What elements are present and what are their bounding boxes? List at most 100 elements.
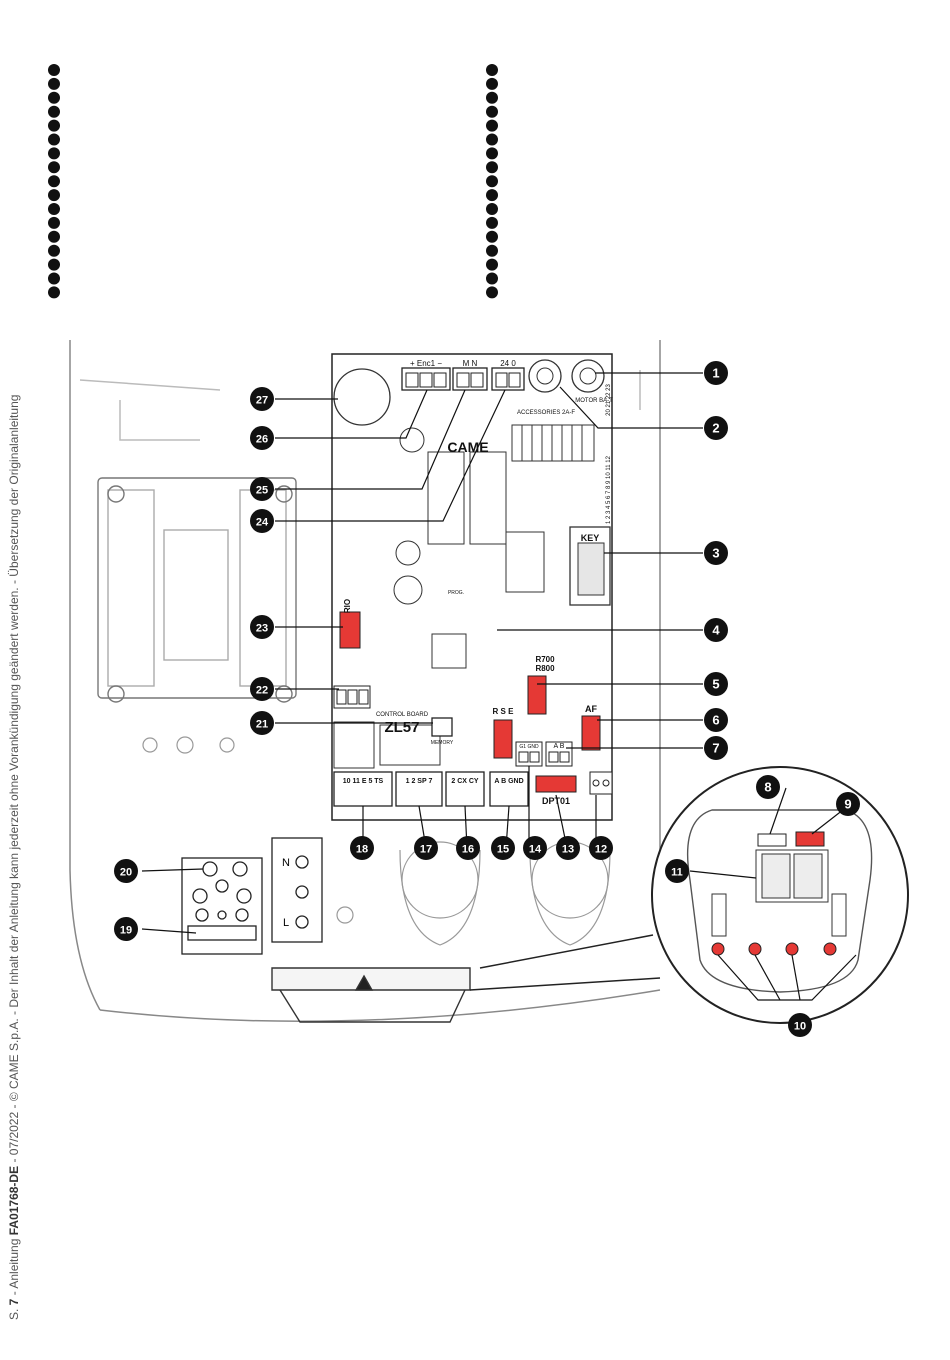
svg-text:20: 20	[120, 867, 132, 879]
bullet-dot	[486, 272, 498, 285]
bullet-dot	[486, 286, 498, 299]
bullet-dot	[48, 133, 60, 146]
svg-text:25: 25	[256, 485, 268, 497]
callout-badge-21: 21	[250, 711, 274, 735]
terminal-supply[interactable]	[491, 367, 525, 391]
svg-text:27: 27	[256, 395, 268, 407]
terminal-block-15[interactable]	[489, 771, 529, 807]
label-motor: M N	[463, 359, 478, 368]
callout-badge-27: 27	[250, 387, 274, 411]
terminal-gnd-pair[interactable]	[515, 741, 543, 767]
rse-connector[interactable]	[493, 719, 513, 759]
svg-text:16: 16	[462, 844, 474, 856]
bullet-dot	[486, 77, 498, 90]
svg-text:22: 22	[256, 685, 268, 697]
svg-text:11: 11	[671, 867, 683, 879]
callout-badge-2: 2	[704, 416, 728, 440]
svg-text:26: 26	[256, 434, 268, 446]
bullet-dot	[48, 161, 60, 174]
power-terminal-block[interactable]	[181, 857, 263, 955]
side-footer-note: S. 7 - Anleitung FA01768-DE - 07/2022 - …	[7, 394, 21, 1320]
bullet-dot	[486, 119, 498, 132]
label-board-caption: CONTROL BOARD	[376, 712, 429, 718]
callout-badge-25: 25	[250, 477, 274, 501]
callout-badges: 1234567891011121314151617181920212223242…	[114, 361, 860, 1037]
af-connector[interactable]	[581, 715, 601, 751]
memory-connector[interactable]	[431, 717, 453, 737]
bullet-dot	[486, 203, 498, 215]
label-r800: R800	[535, 664, 555, 673]
terminal-ab-pair[interactable]	[545, 741, 573, 767]
callout-badge-26: 26	[250, 426, 274, 450]
callout-badge-8: 8	[756, 775, 780, 799]
label-key: KEY	[581, 533, 600, 543]
bullet-dot	[486, 161, 498, 174]
bullet-dot	[486, 133, 498, 146]
callout-badge-14: 14	[523, 836, 547, 860]
bullet-dot	[48, 119, 60, 132]
display-buttons[interactable]	[711, 942, 837, 956]
bullet-dot	[48, 64, 60, 76]
bullet-dot	[48, 230, 60, 243]
bullet-dot	[48, 203, 60, 215]
bullet-dot	[48, 272, 60, 285]
bullet-dot	[48, 77, 60, 90]
terminal-power-22[interactable]	[333, 685, 371, 709]
label-accessories: ACCESSORIES 2A-F	[517, 410, 575, 416]
mains-terminal[interactable]	[271, 837, 323, 943]
callout-badge-9: 9	[836, 792, 860, 816]
callout-badge-11: 11	[665, 859, 689, 883]
svg-text:13: 13	[562, 844, 574, 856]
callout-badge-7: 7	[704, 736, 728, 760]
callout-badge-22: 22	[250, 677, 274, 701]
terminal-block-12[interactable]	[589, 771, 613, 795]
bullet-dot	[486, 147, 498, 160]
bullet-dot-column-left	[48, 64, 60, 299]
label-dpt: DPT01	[542, 796, 570, 806]
svg-text:10: 10	[794, 1021, 806, 1033]
label-enc: + Enc1 −	[410, 359, 442, 368]
callout-badge-3: 3	[704, 541, 728, 565]
bullet-dot	[486, 216, 498, 229]
r700-r800-connector[interactable]	[527, 675, 547, 715]
svg-text:24: 24	[256, 517, 269, 529]
bullet-dot	[486, 105, 498, 118]
bullet-dot	[48, 258, 60, 271]
svg-text:19: 19	[120, 925, 132, 937]
svg-text:7: 7	[712, 741, 719, 756]
svg-text:6: 6	[712, 713, 719, 728]
bullet-dot	[48, 189, 60, 202]
bullet-dot	[486, 64, 498, 76]
callout-badge-5: 5	[704, 672, 728, 696]
terminal-block-18[interactable]	[333, 771, 393, 807]
callout-badge-19: 19	[114, 917, 138, 941]
housing-outline	[69, 340, 661, 1022]
terminal-enc[interactable]	[401, 367, 451, 391]
callout-badge-4: 4	[704, 618, 728, 642]
bullet-dot	[48, 147, 60, 160]
terminal-motor[interactable]	[452, 367, 488, 391]
rio-connector[interactable]	[339, 611, 361, 649]
bullet-dot-column-middle	[486, 64, 498, 299]
svg-text:4: 4	[712, 623, 720, 638]
display-red-connector	[795, 831, 825, 847]
label-mains-l: L	[283, 917, 289, 929]
svg-text:12: 12	[595, 844, 607, 856]
svg-text:3: 3	[712, 546, 719, 561]
label-rio: RIO	[343, 599, 352, 613]
svg-text:23: 23	[256, 623, 268, 635]
svg-text:18: 18	[356, 844, 368, 856]
label-memory: MEMORY	[431, 740, 454, 746]
svg-text:15: 15	[497, 844, 509, 856]
label-r700: R700	[535, 655, 555, 664]
svg-text:9: 9	[844, 797, 851, 812]
terminal-block-17[interactable]	[395, 771, 443, 807]
label-term-17: 1 2 SP 7	[406, 778, 433, 785]
callout-badge-20: 20	[114, 859, 138, 883]
label-motor-type: MOTOR BA-T	[575, 398, 613, 404]
label-brand: CAME	[447, 439, 488, 455]
callout-badge-17: 17	[414, 836, 438, 860]
label-board-model: ZL57	[384, 719, 419, 736]
dpt01-connector[interactable]	[535, 775, 577, 793]
